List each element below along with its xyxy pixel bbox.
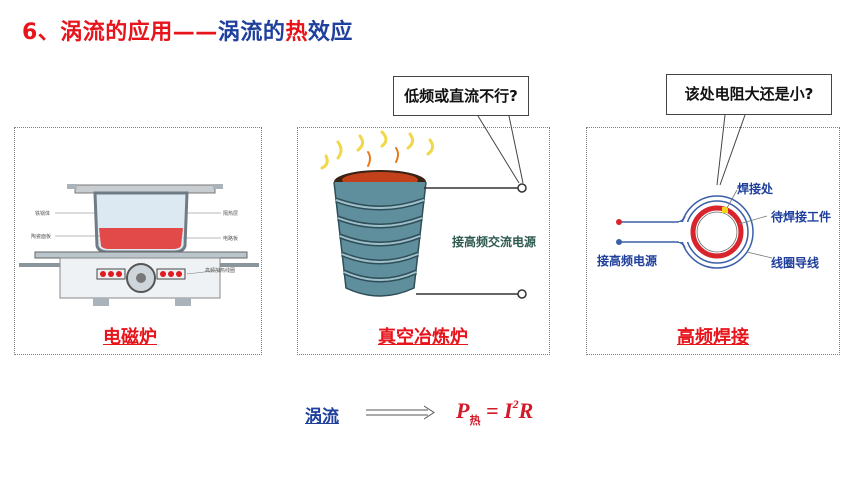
title-part2: 涡流的 — [217, 20, 286, 45]
workpiece-label: 待焊接工件 — [771, 210, 832, 224]
part-label: 铁锅体 — [35, 211, 51, 217]
title-hot: 热 — [285, 20, 308, 45]
callout-low-frequency: 低频或直流不行? — [393, 76, 529, 116]
joule-heat-formula: P热 = I2R — [456, 397, 534, 427]
formula-R: R — [518, 398, 534, 423]
coil-wire-label: 线圈导线 — [771, 256, 820, 270]
part-label: 电路板 — [223, 236, 239, 242]
formula-exponent: 2 — [512, 397, 519, 411]
power-source-label: 接高频交流电源 — [452, 235, 537, 249]
vacuum-furnace-diagram — [320, 130, 527, 299]
formula-I: I — [504, 398, 513, 423]
hf-welding-panel: 焊接处 待焊接工件 接高频电源 线圈导线 高频焊接 — [586, 127, 840, 355]
hf-welding-diagram — [616, 189, 773, 269]
vacuum-furnace-caption: 真空冶炼炉 — [378, 327, 468, 348]
part-label: 高频加热线圈 — [205, 268, 236, 274]
induction-cooker-panel: 铁锅体 陶瓷面板 隔热层 电路板 高频加热线圈 电磁炉 — [14, 127, 262, 355]
title-part1: 6、涡流的应用—— — [22, 20, 218, 45]
part-label: 陶瓷面板 — [31, 234, 52, 240]
eddy-current-link[interactable]: 涡流 — [305, 407, 339, 427]
hf-power-label: 接高频电源 — [597, 254, 658, 268]
page-title: 6、涡流的应用——涡流的热效应 — [22, 14, 353, 46]
induction-cooker-diagram — [19, 184, 259, 306]
weld-point-label: 焊接处 — [737, 182, 774, 196]
formula-P: P — [456, 398, 470, 423]
part-label: 隔热层 — [223, 211, 239, 217]
title-part3: 效应 — [307, 20, 353, 45]
callout-resistance: 该处电阻大还是小? — [666, 74, 832, 115]
formula-subscript: 热 — [469, 414, 481, 427]
induction-cooker-caption: 电磁炉 — [103, 327, 157, 348]
formula-equals: = — [480, 398, 504, 423]
hf-welding-caption: 高频焊接 — [677, 327, 749, 348]
